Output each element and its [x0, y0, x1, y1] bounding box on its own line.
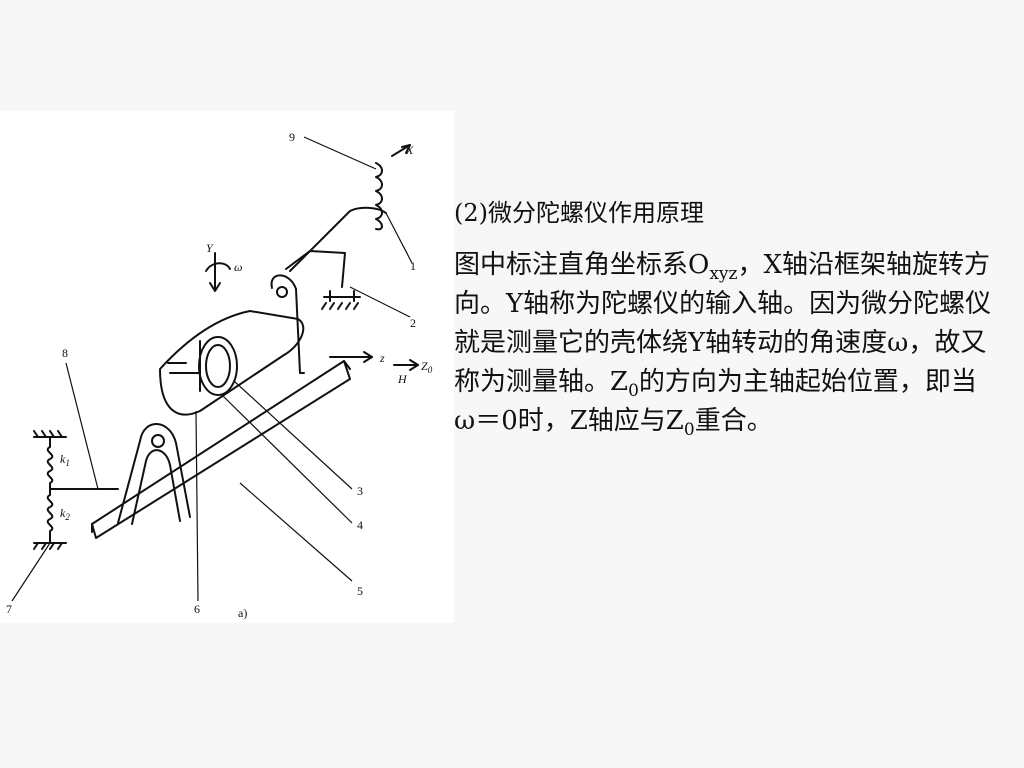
part-number-9: 9 [289, 130, 295, 144]
y-axis-label: Y [206, 241, 214, 255]
part-number-6: 6 [194, 602, 200, 616]
part-number-8: 8 [62, 346, 68, 360]
spring-k2-label: k2 [60, 506, 70, 522]
explanation-block: (2)微分陀螺仪作用原理 图中标注直角坐标系Oxyz，X轴沿框架轴旋转方向。Y轴… [454, 196, 1019, 441]
k1-subscript: 1 [65, 458, 70, 468]
coordinate-subscript: xyz [709, 264, 738, 284]
spring-k2 [46, 486, 54, 544]
text-segment: 图中标注直角坐标系O [454, 250, 710, 280]
gyroscope-diagram: 9 X 1 2 Y ω z Z0 H 3 4 5 6 7 8 k1 k2 a) [0, 111, 454, 623]
k2-letter: k [60, 506, 66, 520]
figure-caption: a) [238, 606, 247, 620]
z-axis-label: z [379, 351, 385, 365]
right-bracket [270, 274, 305, 374]
part-number-4: 4 [357, 518, 363, 532]
z0-subscript: 0 [428, 365, 433, 375]
sensor-coil [375, 162, 383, 231]
z0-label: Z0 [421, 359, 433, 375]
h-label: H [397, 372, 408, 386]
k2-subscript: 2 [65, 512, 70, 522]
spring-k1 [46, 436, 54, 488]
k1-letter: k [60, 452, 66, 466]
gimbal-frame [159, 310, 305, 416]
text-segment: ，X轴沿框架轴旋转方向。Y轴称为陀螺仪的输入轴。因为微分陀螺仪就是测量它的壳体绕… [454, 250, 992, 397]
left-pedestal [117, 423, 191, 524]
x-axis-label: X [405, 143, 414, 157]
z0-letter: Z [421, 359, 428, 373]
omega-label: ω [234, 260, 242, 274]
part-number-1: 1 [410, 259, 416, 273]
spring-k1-label: k1 [60, 452, 70, 468]
text-segment: 重合。 [694, 406, 773, 436]
base-plate [91, 360, 351, 539]
section-heading: (2)微分陀螺仪作用原理 [454, 199, 704, 227]
gyroscope-drawing: 9 X 1 2 Y ω z Z0 H 3 4 5 6 7 8 k1 k2 a) [6, 130, 433, 620]
text-segment: 的方向为主轴起始位置，即当ω＝0时，Z轴应与Z [454, 367, 977, 436]
damper [323, 290, 361, 302]
part-number-3: 3 [357, 484, 363, 498]
z0-subscript-text: 0 [628, 381, 639, 401]
part-number-2: 2 [410, 316, 416, 330]
explanation-paragraph: 图中标注直角坐标系Oxyz，X轴沿框架轴旋转方向。Y轴称为陀螺仪的输入轴。因为微… [454, 246, 994, 441]
part-number-5: 5 [357, 584, 363, 598]
part-number-7: 7 [6, 602, 12, 616]
z0-subscript-text: 0 [683, 420, 695, 440]
